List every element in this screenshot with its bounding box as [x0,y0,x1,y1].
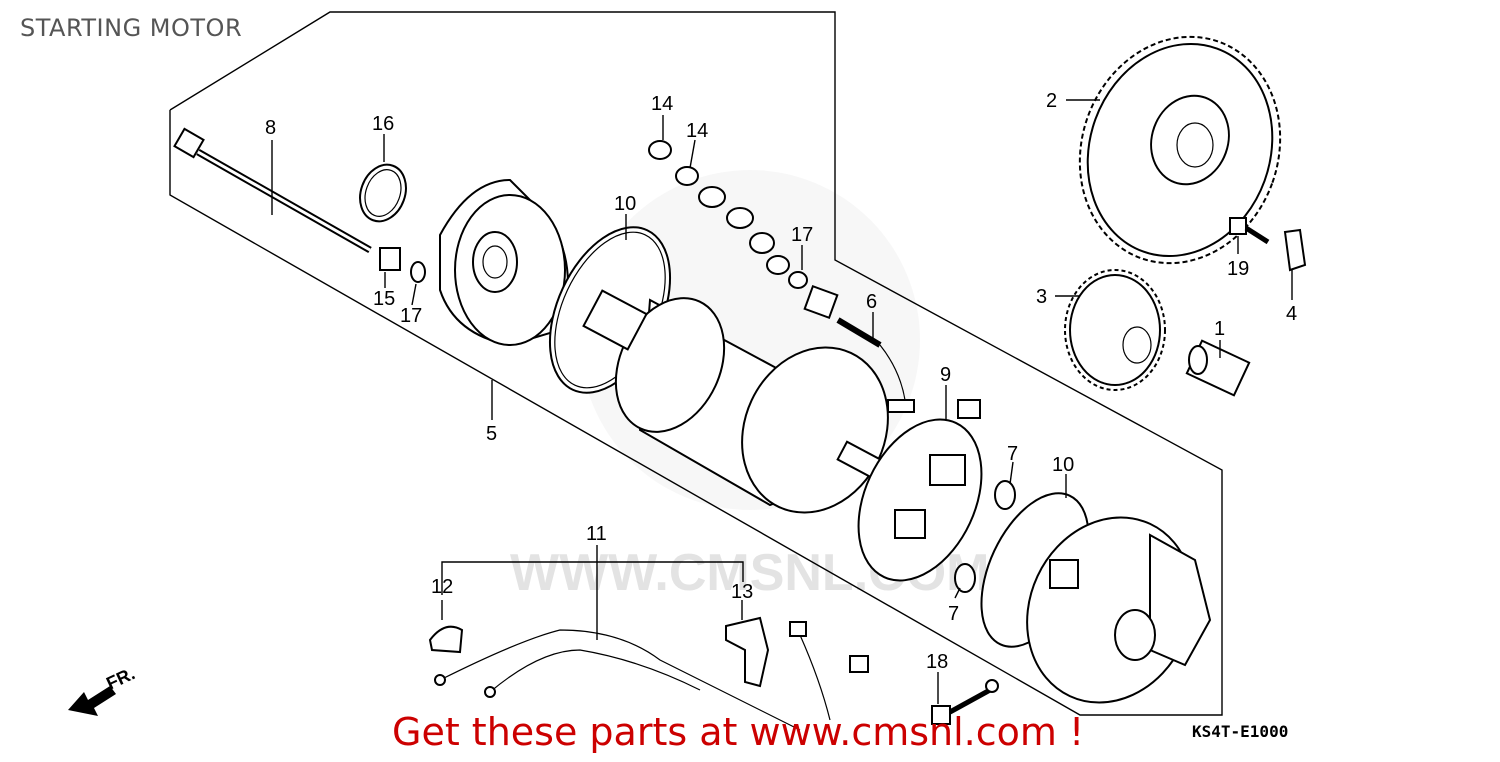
callout-18: 18 [926,651,948,673]
part-14-washer-stack [648,140,808,289]
part-6-brush [803,284,915,413]
part-7-spring-lower [954,563,976,593]
callout-10-left: 10 [614,193,636,215]
part-11-cable-harness [434,621,869,731]
callout-16: 16 [372,113,394,135]
part-7-spring-upper [994,480,1016,510]
part-2-driven-gear [1078,35,1282,265]
part-16-o-ring [359,163,407,223]
callout-17-lower: 17 [400,305,422,327]
part-9-brush-holder [857,399,983,582]
callout-14-lower: 14 [686,120,708,142]
callout-15: 15 [373,288,395,310]
callout-10-right: 10 [1052,454,1074,476]
part-18-bolt [931,679,999,725]
page-title: STARTING MOTOR [20,14,243,42]
part-5-front-cover [439,178,569,347]
callout-12: 12 [431,576,453,598]
part-13-terminal-boot [725,616,770,688]
armature-yoke [582,289,889,514]
part-12-terminal-cap [428,625,464,654]
callout-17-upper: 17 [791,224,813,246]
part-15-washer [379,247,401,271]
callout-7-lower: 7 [948,603,959,625]
callout-8: 8 [265,117,276,139]
diagram-code: KS4T-E1000 [1192,722,1289,741]
rear-cover [1026,516,1212,704]
callout-5: 5 [486,423,497,445]
part-19-bolt [1229,217,1270,245]
callout-3: 3 [1036,286,1047,308]
callout-14-upper: 14 [651,93,673,115]
callout-11: 11 [586,523,607,545]
callout-2: 2 [1046,90,1057,112]
callout-19: 19 [1227,258,1249,280]
callout-7-upper: 7 [1007,443,1018,465]
part-17-washer [410,261,426,283]
parts-link-banner[interactable]: Get these parts at www.cmsnl.com ! [392,710,1085,754]
part-1-dowel [1185,339,1251,397]
callout-9: 9 [940,364,951,386]
assembly-boundary [169,11,1223,716]
front-direction-arrow: FR. [68,663,138,716]
callout-13: 13 [731,581,753,603]
callout-4: 4 [1286,303,1297,325]
callout-1: 1 [1214,318,1225,340]
part-3-reduction-gear [1064,269,1166,391]
callout-leaders [271,99,1293,704]
part-4-clip [1283,228,1307,272]
part-8-bolt [173,127,372,254]
callout-labels: 8 16 14 14 10 17 15 17 5 6 9 7 10 7 2 19… [265,90,1297,673]
callout-6: 6 [866,291,877,313]
